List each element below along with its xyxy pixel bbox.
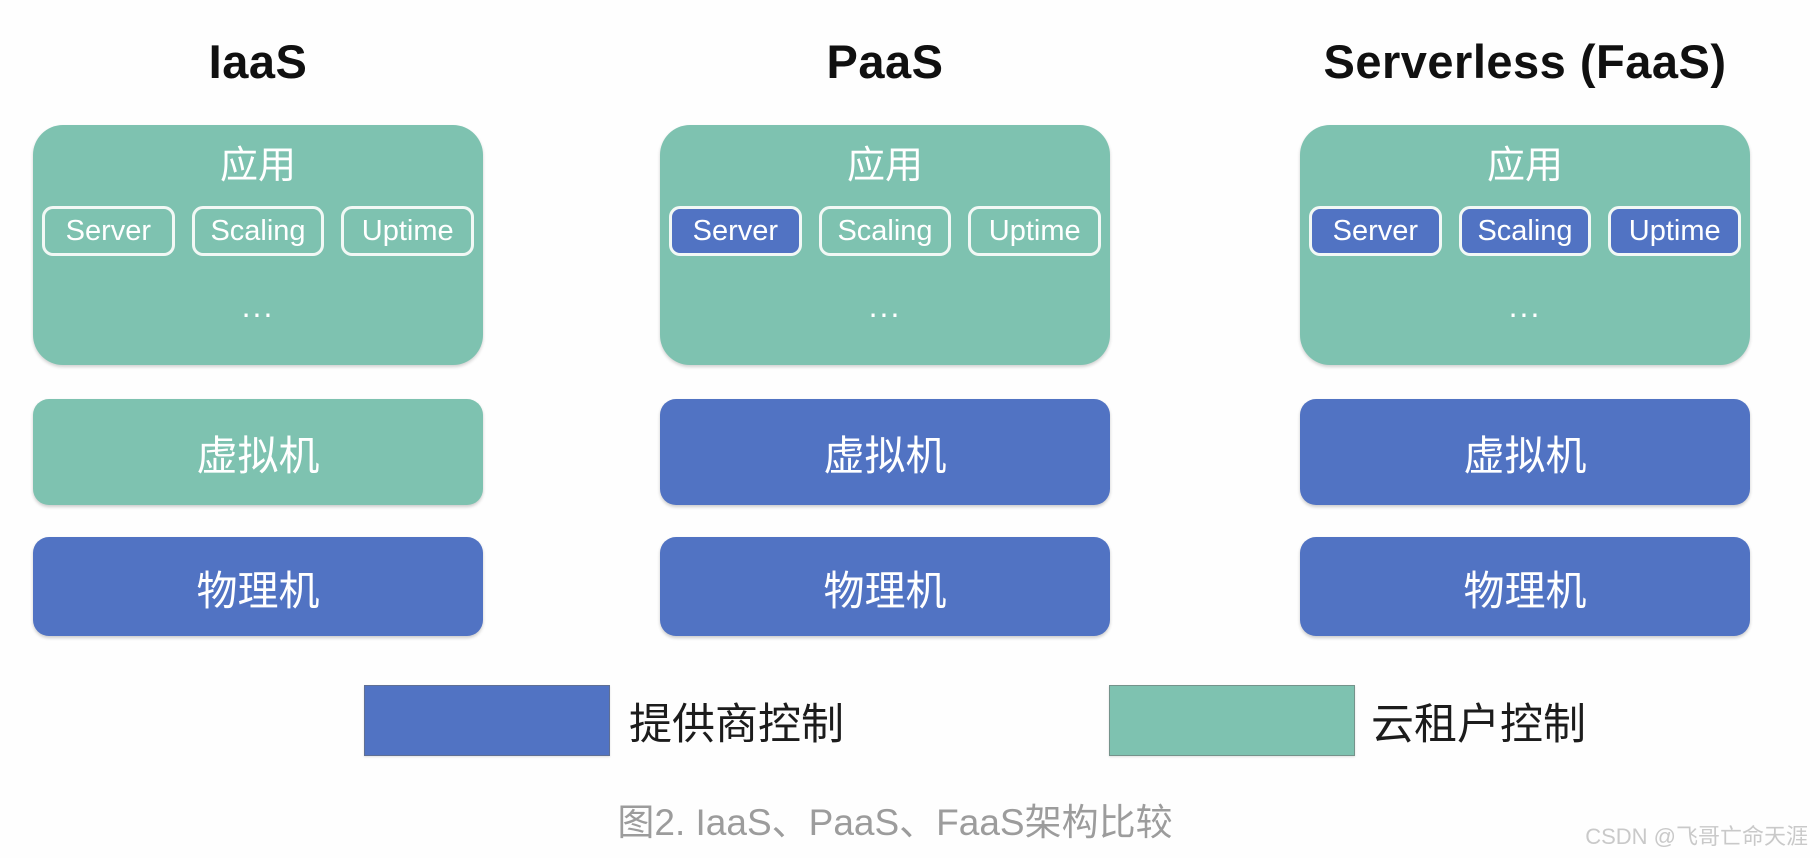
- app-chip-row: Server Scaling Uptime: [42, 206, 475, 257]
- app-ellipsis: ...: [868, 288, 902, 325]
- app-ellipsis: ...: [1508, 288, 1542, 325]
- chip-scaling: Scaling: [191, 206, 325, 257]
- chip-scaling: Scaling: [818, 206, 952, 257]
- app-layer-box: 应用 Server Scaling Uptime ...: [33, 125, 483, 365]
- vm-layer-label: 虚拟机: [1463, 433, 1587, 479]
- chip-uptime: Uptime: [1608, 206, 1742, 257]
- vm-layer-label: 虚拟机: [823, 433, 947, 479]
- physical-layer-label: 物理机: [1463, 567, 1587, 614]
- physical-layer-label: 物理机: [196, 567, 320, 614]
- column-title-serverless: Serverless (FaaS): [1323, 35, 1727, 88]
- chip-server: Server: [42, 206, 175, 257]
- figure-caption: 图2. IaaS、PaaS、FaaS架构比较: [617, 802, 1173, 843]
- chip-server: Server: [669, 206, 802, 257]
- app-layer-label: 应用: [1486, 145, 1563, 187]
- legend-swatch-provider: [364, 685, 610, 756]
- app-layer-label: 应用: [846, 145, 923, 187]
- chip-scaling: Scaling: [1458, 206, 1592, 257]
- app-chip-row: Server Scaling Uptime: [669, 206, 1102, 257]
- vm-layer-label: 虚拟机: [196, 433, 320, 479]
- app-layer-label: 应用: [219, 145, 296, 187]
- legend-label-tenant: 云租户控制: [1371, 700, 1586, 749]
- app-layer-box: 应用 Server Scaling Uptime ...: [660, 125, 1110, 365]
- app-chip-row: Server Scaling Uptime: [1309, 206, 1742, 257]
- legend-label-provider: 提供商控制: [629, 700, 844, 749]
- watermark: CSDN @飞哥亡命天涯: [1585, 824, 1808, 849]
- app-layer-box: 应用 Server Scaling Uptime ...: [1300, 125, 1750, 365]
- column-title-iaas: IaaS: [208, 35, 308, 88]
- physical-layer-box: 物理机: [660, 537, 1110, 636]
- vm-layer-box: 虚拟机: [33, 399, 483, 505]
- physical-layer-box: 物理机: [1300, 537, 1750, 636]
- app-ellipsis: ...: [241, 288, 275, 325]
- physical-layer-box: 物理机: [33, 537, 483, 636]
- vm-layer-box: 虚拟机: [660, 399, 1110, 505]
- chip-uptime: Uptime: [968, 206, 1102, 257]
- chip-uptime: Uptime: [341, 206, 475, 257]
- chip-server: Server: [1309, 206, 1442, 257]
- physical-layer-label: 物理机: [823, 567, 947, 614]
- legend-swatch-tenant: [1109, 685, 1355, 756]
- vm-layer-box: 虚拟机: [1300, 399, 1750, 505]
- column-title-paas: PaaS: [826, 35, 944, 88]
